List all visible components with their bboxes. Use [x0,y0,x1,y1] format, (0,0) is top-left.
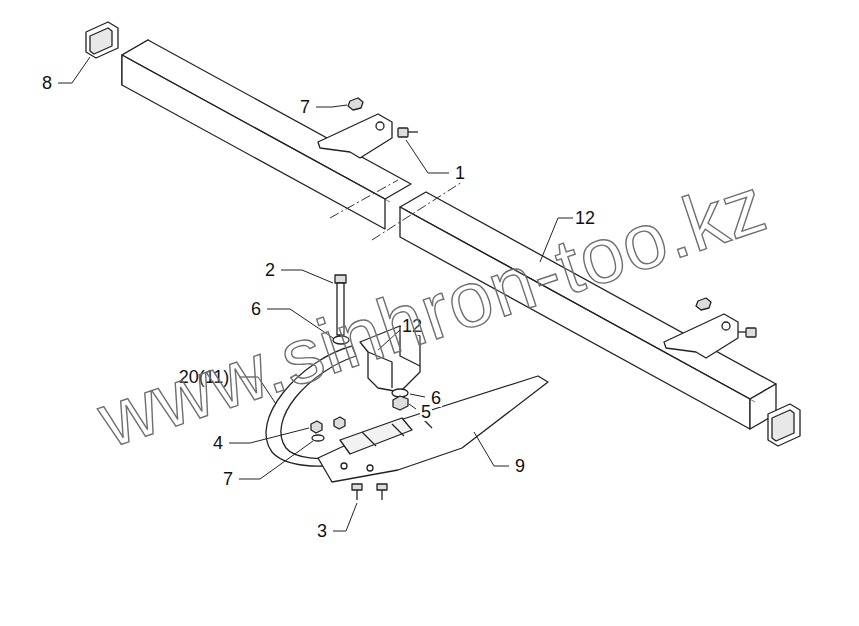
leader-line [239,441,313,479]
washer [312,435,324,441]
callout-number: 1 [454,164,466,182]
nut [696,298,711,310]
bolt-head [746,328,756,337]
blade-mount [340,418,412,454]
callout-number: 3 [316,522,328,540]
beam-top [122,40,411,199]
bolt-head [377,484,387,490]
callout-number: 7 [299,98,311,116]
leader-line [229,428,309,443]
mount-bracket [318,114,392,158]
callout-number: 8 [41,74,53,92]
leader-line [410,394,425,397]
nut [393,396,408,410]
leader-line [316,105,347,107]
bolt-shank [408,131,418,132]
nut [348,98,363,110]
mount-bracket [664,314,738,358]
end-cap [86,22,118,58]
leader-line [281,270,333,283]
callout-number: 4 [212,434,224,452]
blade-slot [362,432,376,446]
blade-hole [367,465,373,471]
bolt-head [352,484,362,490]
blade-hole [341,463,347,469]
callout-number: 9 [514,457,526,475]
leader-line [474,432,509,466]
blade-slot [392,424,404,436]
bracket-hole [376,122,384,130]
end-cap-face [90,28,112,54]
sweep-blade [318,376,548,482]
bolt-head [335,275,346,283]
leader-line [333,503,357,531]
bolt-shank [356,490,357,500]
nut [334,417,345,429]
leader-line [406,140,449,173]
callout-number: 6 [250,300,262,318]
bracket-hole [722,322,730,330]
end-cap-face [772,410,794,441]
callout-number: 7 [222,470,234,488]
bolt-shank [381,490,382,500]
leader-line [409,404,416,409]
callout-number: 2 [264,261,276,279]
leader-line [58,57,90,83]
callout-number: 5 [420,403,432,421]
break-line [330,180,398,218]
end-cap [768,404,800,446]
bolt-head [398,128,408,137]
break-line [372,182,462,240]
nut [311,421,322,433]
bolt-shank [738,331,746,332]
